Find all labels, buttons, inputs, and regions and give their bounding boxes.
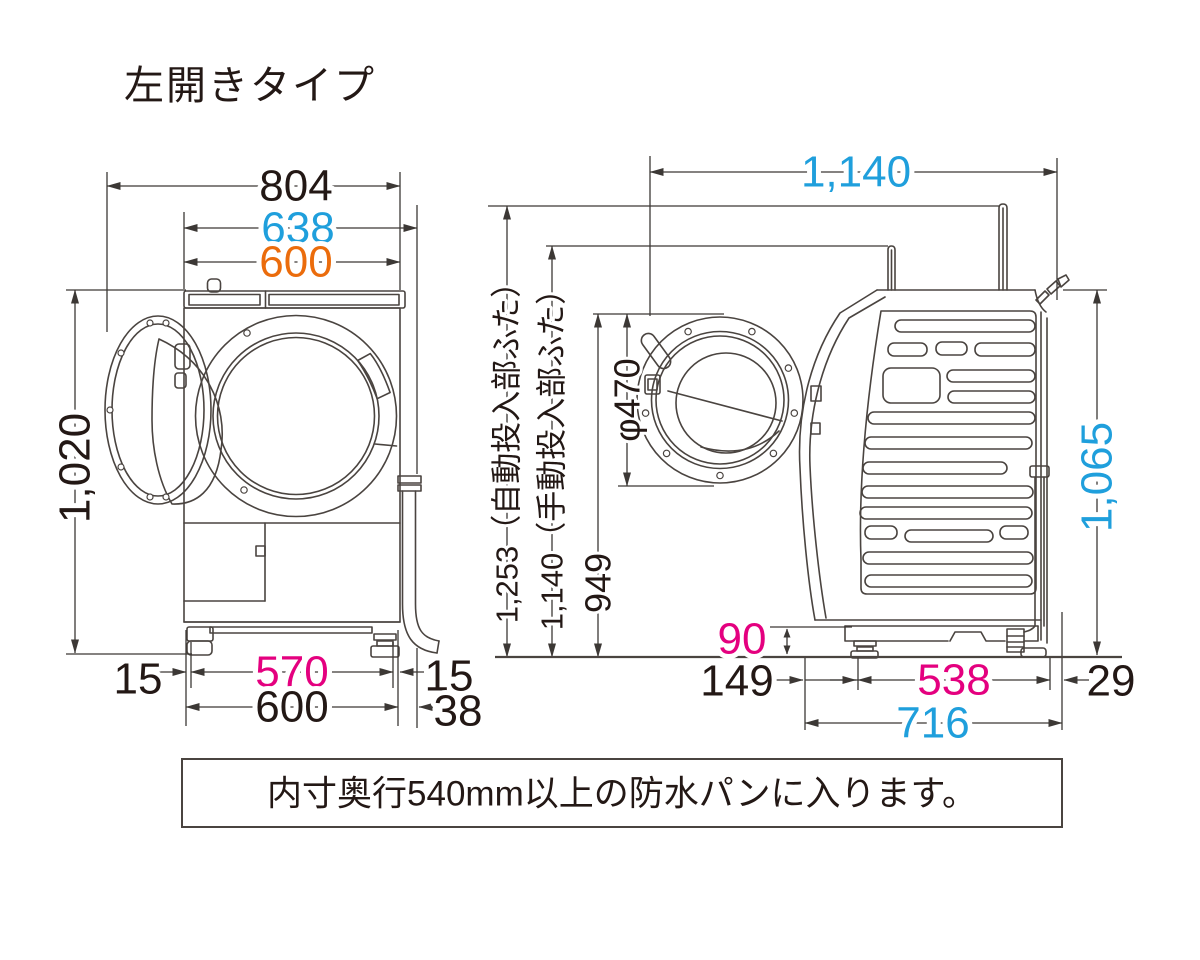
note-box: 内寸奥行540mm以上の防水パンに入ります。 xyxy=(181,758,1063,828)
door-ring-handle xyxy=(640,332,672,370)
dim-door-diameter: φ470 xyxy=(607,358,648,441)
rear-vent-panel xyxy=(859,310,1037,595)
washer-side-body xyxy=(636,203,1070,659)
dispenser-drawer xyxy=(183,522,401,602)
dim-front-total-width: 804 xyxy=(259,162,332,211)
open-door-front xyxy=(104,315,223,505)
dim-base-depth: 716 xyxy=(896,699,969,748)
drain-hose-front xyxy=(397,475,440,654)
side-cabinet-profile xyxy=(798,289,1048,644)
rear-standpipe-hose xyxy=(1029,465,1050,627)
dim-front-width-with-hose: 638 xyxy=(261,204,334,253)
side-view-drawing: 1,140 1,253（自動投入部ふた） 1,140（手動投入部ふた） 949 … xyxy=(487,143,1141,753)
open-door-ring-side xyxy=(636,316,804,484)
door-handle xyxy=(356,352,391,400)
note-text: 内寸奥行540mm以上の防水パンに入ります。 xyxy=(267,775,977,814)
front-base-and-feet xyxy=(183,621,401,658)
dim-base-clearance: 90 xyxy=(718,615,767,664)
side-dimensions xyxy=(488,156,1107,730)
dim-door-top-height: 949 xyxy=(578,553,619,613)
dim-feet-span-side: 538 xyxy=(917,656,990,705)
dim-left-foot-gap: 15 xyxy=(114,655,163,704)
dim-feet-span-front: 570 xyxy=(255,648,328,697)
dim-manual-lid-height: 1,140（手動投入部ふた） xyxy=(535,274,570,631)
dim-rear-gap: 29 xyxy=(1087,657,1136,706)
water-inlet-nozzle xyxy=(1035,274,1070,305)
top-hinge-knob xyxy=(206,278,222,293)
drum-door-circle xyxy=(194,314,398,518)
door-hinge xyxy=(174,343,191,370)
door-glass xyxy=(151,338,223,505)
front-view-drawing: 804 638 600 1,020 15 570 15 600 38 xyxy=(46,157,488,741)
dim-front-body-width: 600 xyxy=(259,238,332,287)
dim-front-overhang: 149 xyxy=(700,657,773,706)
dim-front-height: 1,020 xyxy=(51,413,100,523)
page-title: 左開きタイプ xyxy=(124,64,376,108)
dispenser-lids-open xyxy=(887,203,1008,291)
dim-body-width-bottom: 600 xyxy=(255,683,328,732)
front-dimensions xyxy=(66,172,433,728)
dim-rear-hose-height: 1,065 xyxy=(1073,422,1122,532)
washer-front-body xyxy=(104,278,440,658)
dim-right-foot-gap: 15 xyxy=(425,652,474,701)
dim-auto-lid-height: 1,253（自動投入部ふた） xyxy=(490,267,525,624)
side-base-and-feet xyxy=(814,619,1047,659)
dim-side-total-depth: 1,140 xyxy=(801,148,911,197)
dim-hose-protrusion: 38 xyxy=(434,687,483,736)
